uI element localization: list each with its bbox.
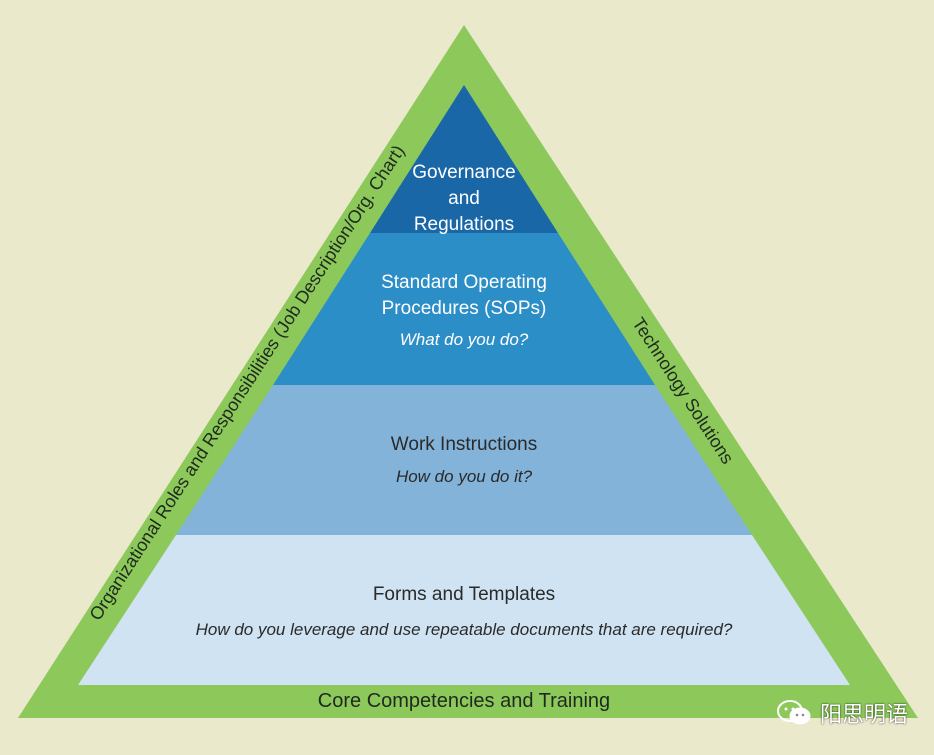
level-forms-templates <box>78 535 850 685</box>
level-4-question: How do you leverage and use repeatable d… <box>196 620 733 639</box>
level-2-line-2: Procedures (SOPs) <box>382 298 547 319</box>
base-label: Core Competencies and Training <box>318 690 610 712</box>
level-2-question: What do you do? <box>400 330 529 349</box>
wechat-icon <box>776 700 811 725</box>
level-1-line-3: Regulations <box>414 214 514 235</box>
watermark: 阳思明语 <box>776 697 908 729</box>
level-governance <box>370 85 558 233</box>
level-1-line-1: Governance <box>412 162 516 183</box>
level-work-instructions <box>176 385 752 535</box>
level-1-line-2: and <box>448 188 480 209</box>
level-sops <box>273 233 655 385</box>
level-2-line-1: Standard Operating <box>381 272 547 293</box>
watermark-text: 阳思明语 <box>819 703 908 728</box>
level-3-question: How do you do it? <box>396 467 533 486</box>
level-4-line-1: Forms and Templates <box>373 584 555 605</box>
level-3-line-1: Work Instructions <box>391 434 537 455</box>
